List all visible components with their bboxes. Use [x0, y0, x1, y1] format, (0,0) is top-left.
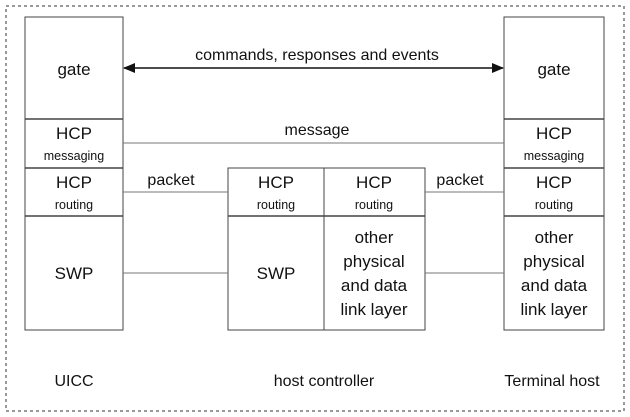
uicc-physical-label: SWP [55, 264, 94, 283]
hc-left-physical-label: SWP [257, 264, 296, 283]
hc-left-hcp-routing-sub: routing [257, 198, 295, 212]
hc-right-physical-line-1: other [355, 228, 394, 247]
packet-left-label: packet [147, 172, 195, 189]
gate-link-label: commands, responses and events [195, 47, 439, 64]
host-controller-stack: HCP routing SWP HCP routing other physic… [227, 167, 426, 331]
uicc-stack: gate HCP messaging HCP routing SWP [24, 16, 124, 331]
hc-right-physical-line-4: link layer [340, 300, 407, 319]
terminal-physical-line-4: link layer [520, 300, 587, 319]
uicc-name-label: UICC [54, 373, 93, 390]
terminal-hcp-routing-sub: routing [535, 198, 573, 212]
uicc-hcp-routing-title: HCP [56, 173, 92, 192]
hc-left-hcp-routing-title: HCP [258, 173, 294, 192]
uicc-gate-label: gate [57, 60, 90, 79]
terminal-physical-line-3: and data [521, 276, 588, 295]
terminal-host-stack: gate HCP messaging HCP routing other phy… [503, 16, 605, 331]
terminal-hcp-messaging-title: HCP [536, 124, 572, 143]
host-controller-name-label: host controller [274, 373, 375, 390]
terminal-host-name-label: Terminal host [504, 373, 600, 390]
uicc-hcp-messaging-sub: messaging [44, 149, 104, 163]
terminal-physical-line-2: physical [523, 252, 584, 271]
terminal-gate-label: gate [537, 60, 570, 79]
hc-right-physical-line-2: physical [343, 252, 404, 271]
message-link-label: message [285, 122, 350, 139]
outer-frame [5, 5, 625, 412]
hc-right-physical-line-3: and data [341, 276, 408, 295]
terminal-hcp-routing-title: HCP [536, 173, 572, 192]
packet-right-label: packet [436, 172, 484, 189]
terminal-hcp-messaging-sub: messaging [524, 149, 584, 163]
terminal-physical-line-1: other [535, 228, 574, 247]
hc-right-hcp-routing-title: HCP [356, 173, 392, 192]
hc-right-hcp-routing-sub: routing [355, 198, 393, 212]
uicc-hcp-routing-sub: routing [55, 198, 93, 212]
uicc-hcp-messaging-title: HCP [56, 124, 92, 143]
